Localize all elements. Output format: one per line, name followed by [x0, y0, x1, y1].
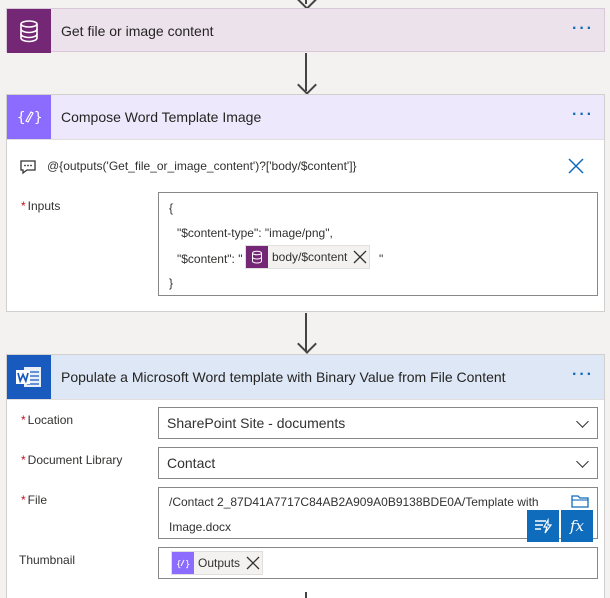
location-value: SharePoint Site - documents — [167, 415, 346, 431]
step-header[interactable]: Populate a Microsoft Word template with … — [7, 355, 604, 400]
connector-top — [305, 0, 307, 4]
connector-1 — [305, 53, 307, 91]
file-label: *File — [21, 493, 48, 507]
database-icon — [246, 246, 268, 268]
connector-bottom — [305, 592, 307, 598]
compose-icon: { } — [172, 552, 194, 574]
svg-text:}: } — [34, 110, 42, 126]
step-get-file-content[interactable]: Get file or image content ··· — [6, 8, 605, 53]
file-input[interactable]: /Contact 2_87D41A7717C84AB2A909A0B9138BD… — [158, 487, 598, 539]
json-close-brace: } — [169, 276, 174, 290]
thumbnail-label: Thumbnail — [19, 553, 76, 567]
word-icon — [7, 355, 51, 399]
inputs-field[interactable]: { "$content-type": "image/png", "$conten… — [158, 192, 598, 296]
connector-1-arrow — [297, 75, 317, 95]
svg-text:{: { — [176, 560, 181, 569]
expression-button[interactable]: fx — [561, 510, 593, 542]
location-dropdown[interactable]: SharePoint Site - documents — [158, 407, 598, 439]
remove-token-icon[interactable] — [351, 246, 369, 268]
database-icon — [7, 9, 51, 53]
step-populate-word-template: Populate a Microsoft Word template with … — [6, 354, 605, 598]
json-line-content-prefix: "$content": " — [177, 252, 243, 266]
svg-text:{: { — [17, 110, 25, 126]
thumbnail-input[interactable]: { } Outputs — [158, 547, 598, 579]
step-header[interactable]: Get file or image content ··· — [7, 9, 604, 53]
json-open-brace: { — [169, 201, 174, 215]
step-title: Get file or image content — [61, 23, 214, 39]
expression-text: @{outputs('Get_file_or_image_content')?[… — [47, 159, 357, 173]
dynamic-token-body-content[interactable]: body/$content — [245, 245, 371, 269]
step-header[interactable]: { } Compose Word Template Image ··· — [7, 95, 604, 140]
chevron-down-icon — [576, 455, 589, 468]
more-options-button[interactable]: ··· — [572, 20, 594, 37]
dynamic-token-outputs[interactable]: { } Outputs — [171, 551, 264, 575]
document-library-value: Contact — [167, 455, 216, 471]
folder-icon[interactable] — [571, 494, 589, 508]
remove-token-icon[interactable] — [244, 552, 262, 574]
chevron-down-icon — [576, 415, 589, 428]
document-library-dropdown[interactable]: Contact — [158, 447, 598, 479]
compose-icon: { } — [7, 95, 51, 139]
inputs-label: *Inputs — [21, 199, 61, 213]
step-title: Populate a Microsoft Word template with … — [61, 369, 506, 385]
json-line-content-type: "$content-type": "image/png", — [177, 226, 333, 240]
dynamic-content-icon — [535, 518, 552, 534]
json-line-content-suffix: " — [379, 252, 384, 266]
token-label: body/$content — [272, 250, 348, 264]
svg-text:}: } — [185, 560, 190, 569]
file-path-line1: /Contact 2_87D41A7717C84AB2A909A0B9138BD… — [169, 495, 539, 509]
location-label: *Location — [21, 413, 74, 427]
dynamic-content-button[interactable] — [527, 510, 559, 542]
comment-icon[interactable] — [19, 159, 37, 175]
document-library-label: *Document Library — [21, 453, 123, 467]
more-options-button[interactable]: ··· — [572, 106, 594, 123]
more-options-button[interactable]: ··· — [572, 366, 594, 383]
step-title: Compose Word Template Image — [61, 109, 262, 125]
connector-2-arrow — [297, 334, 317, 354]
connector-2 — [305, 313, 307, 351]
token-label: Outputs — [198, 556, 241, 570]
file-path-line2: Image.docx — [169, 520, 232, 534]
close-icon[interactable] — [567, 157, 585, 175]
fx-icon: fx — [569, 517, 584, 535]
step-compose: { } Compose Word Template Image ··· @{ou… — [6, 94, 605, 312]
